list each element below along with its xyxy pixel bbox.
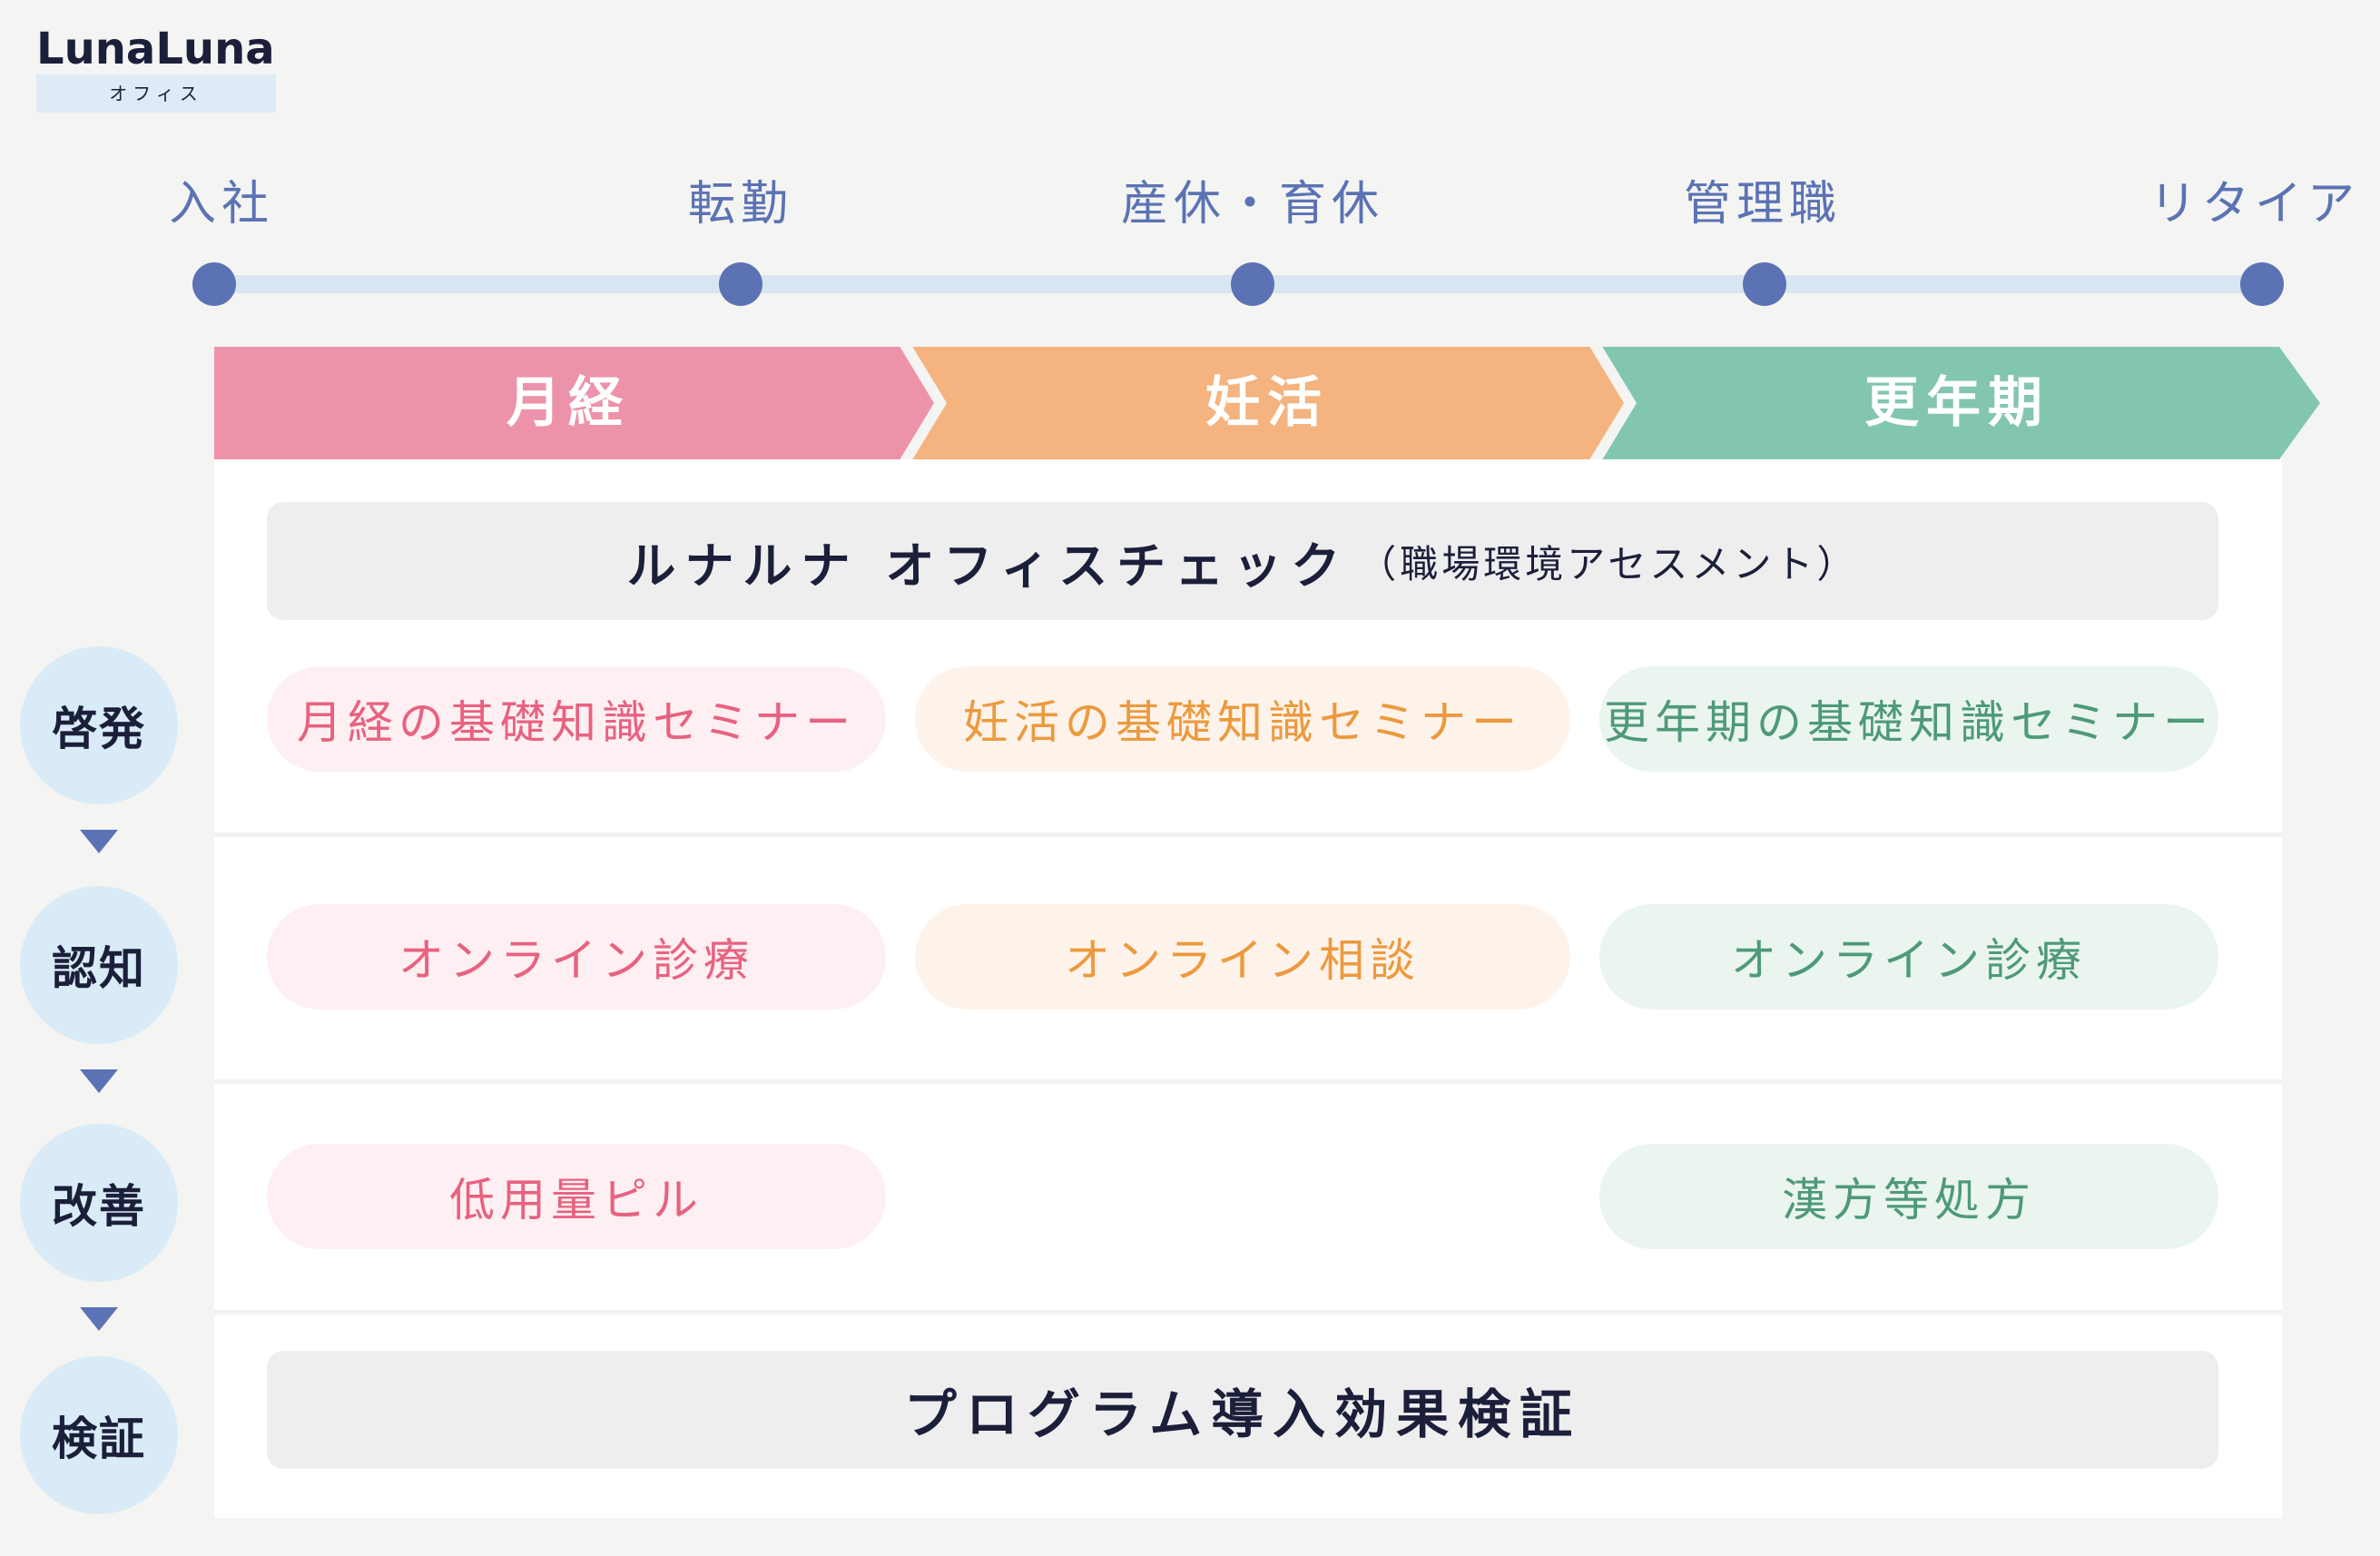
pill-menstruation-seminar: 月経の基礎知識セミナー: [267, 666, 886, 772]
timeline-label-retire: リタイア: [2149, 177, 2360, 231]
pill-menstruation-online-clinic: オンライン診療: [267, 904, 886, 1009]
phase-chevron-fertility: [904, 347, 1630, 459]
timeline-label-manager: 管理職: [1683, 177, 1842, 231]
phase-bar: 月経 妊活 更年期: [214, 347, 2320, 459]
pill-fertility-online-consult: オンライン相談: [915, 904, 1570, 1009]
phase-separator-1: [900, 347, 948, 459]
luna-luna-logo: LunaLuna オフィス: [36, 25, 276, 113]
pill-fertility-seminar: 妊活の基礎知識セミナー: [915, 666, 1570, 772]
timeline-dot-joining: [192, 262, 236, 306]
stage-verification: 検証: [20, 1356, 178, 1514]
stage-arrow-3-icon: [80, 1307, 118, 1331]
phase-label-menopause: 更年期: [1864, 371, 2050, 435]
timeline-label-leave: 産休・育休: [1120, 177, 1384, 231]
stage-recognition: 認知: [20, 886, 178, 1044]
row-divider-1: [214, 832, 2282, 837]
timeline-dot-transfer: [719, 262, 762, 306]
row-divider-2: [214, 1079, 2282, 1084]
office-check-box: ルナルナ オフィスチェック （職場環境アセスメント）: [267, 502, 2218, 620]
stage-arrow-1-icon: [80, 830, 118, 853]
timeline-label-transfer: 転勤: [687, 177, 793, 231]
office-check-subtitle: （職場環境アセスメント）: [1358, 541, 1859, 586]
pill-menopause-online-clinic: オンライン診療: [1599, 904, 2218, 1009]
timeline-label-joining: 入社: [168, 177, 274, 231]
office-check-title: ルナルナ オフィスチェック: [626, 537, 1350, 595]
phase-separator-2: [1589, 347, 1637, 459]
pill-menopause-seminar: 更年期の基礎知識セミナー: [1599, 666, 2218, 772]
logo-name: LunaLuna: [36, 24, 275, 74]
pill-low-dose-pill: 低用量ピル: [267, 1144, 886, 1249]
stage-awareness: 啓発: [20, 646, 178, 804]
phase-chevrons: [214, 347, 2320, 459]
stage-improvement: 改善: [20, 1124, 178, 1282]
timeline-dot-retire: [2240, 262, 2284, 306]
row-divider-3: [214, 1310, 2282, 1315]
phase-chevron-menopause: [1594, 347, 2320, 459]
stage-arrow-2-icon: [80, 1069, 118, 1093]
program-verification-box: プログラム導入効果検証: [267, 1351, 2218, 1469]
timeline-dot-manager: [1743, 262, 1786, 306]
pill-kampo-prescription: 漢方等処方: [1599, 1144, 2218, 1249]
phase-label-fertility: 妊活: [1205, 371, 1329, 435]
timeline-dot-leave: [1231, 262, 1274, 306]
phase-label-menstruation: 月経: [506, 371, 630, 435]
logo-subtitle: オフィス: [36, 74, 276, 113]
phase-chevron-menstruation: [214, 347, 940, 459]
